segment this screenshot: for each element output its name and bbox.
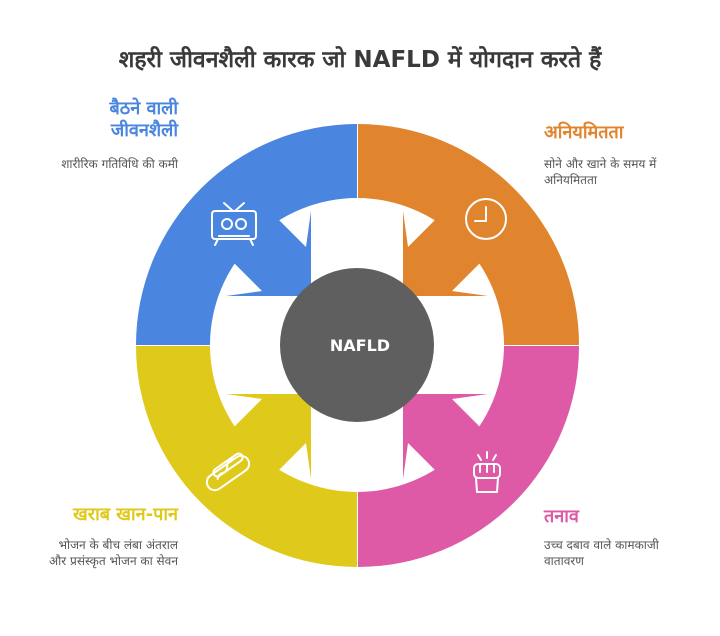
label-bad-diet: खराब खान-पान (72, 504, 178, 525)
clock-icon (465, 198, 507, 240)
desc-sedentary: शारीरिक गतिविधि की कमी (61, 157, 178, 171)
center-label: NAFLD (329, 336, 391, 355)
label-sedentary: बैठने वाली जीवनशैली (109, 98, 178, 141)
label-irregularity: अनियमितता (544, 122, 624, 143)
arrow-sedentary (226, 211, 311, 296)
arrow-irregularity (403, 211, 488, 296)
desc-irregularity: सोने और खाने के समय में अनियमितता (544, 157, 657, 187)
desc-stress: उच्च दबाव वाले कामकाजी वातावरण (544, 538, 659, 568)
arrow-bad-diet (226, 394, 311, 479)
fist-icon (473, 451, 501, 493)
desc-bad-diet: भोजन के बीच लंबा अंतराल और प्रसंस्कृत भो… (49, 538, 178, 568)
tv-icon (211, 202, 257, 246)
hotdog-icon (205, 452, 251, 492)
center-circle (280, 268, 434, 422)
label-stress: तनाव (544, 506, 579, 527)
arrow-stress (403, 394, 488, 479)
diagram-title: शहरी जीवनशैली कारक जो NAFLD में योगदान क… (118, 47, 602, 73)
